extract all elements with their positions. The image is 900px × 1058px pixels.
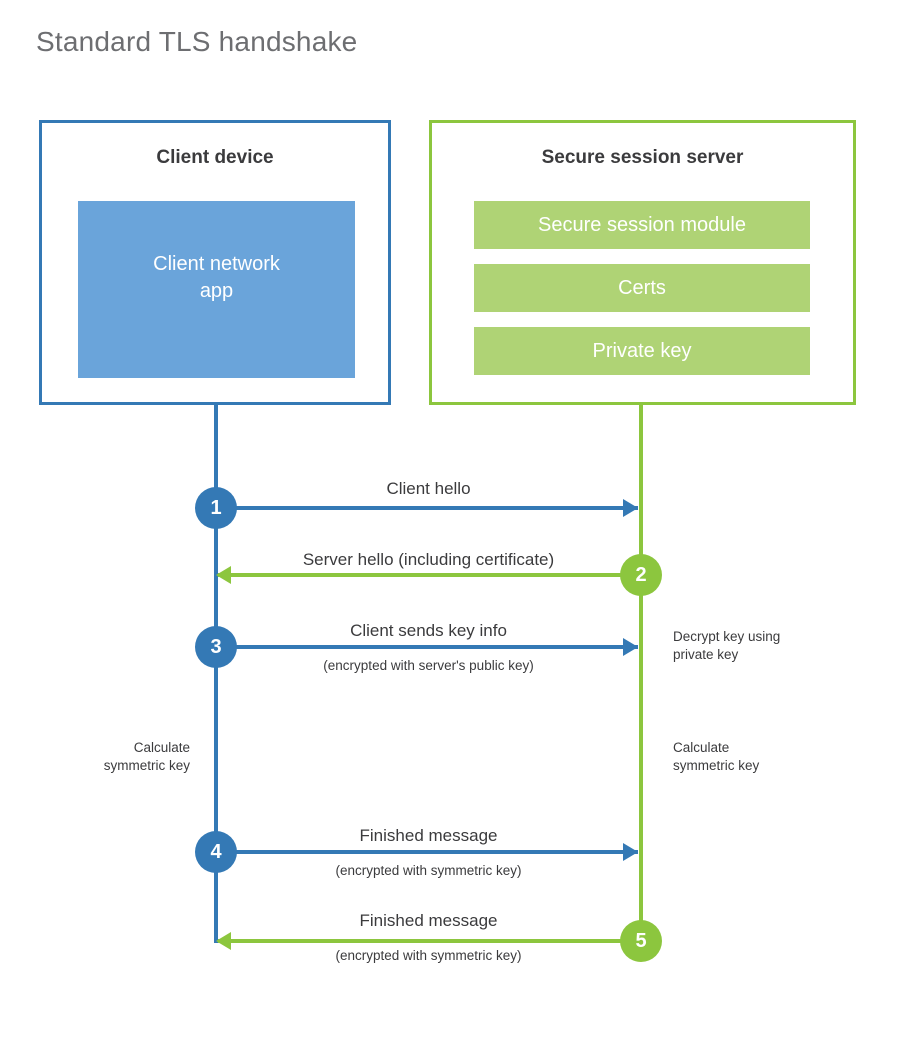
- step-4-label: Finished message: [359, 826, 498, 845]
- server-component-secure-session-module: Secure session module: [474, 201, 810, 249]
- step-4-badge[interactable]: 4: [195, 831, 237, 873]
- note-server-calculate-symmetric-key: Calculate symmetric key: [673, 740, 760, 773]
- note-client-calculate-symmetric-key: Calculate symmetric key: [103, 740, 190, 773]
- step-5-badge[interactable]: 5: [620, 920, 662, 962]
- step-2-arrow-line: [218, 573, 641, 577]
- step-1-arrow-head-icon: [623, 499, 638, 517]
- step-3-arrow-line: [216, 645, 638, 649]
- step-4-sublabel: (encrypted with symmetric key): [335, 863, 522, 878]
- client-device-box: Client device Client network app: [39, 120, 391, 405]
- step-1-label: Client hello: [386, 479, 471, 498]
- step-3-label: Client sends key info: [350, 621, 507, 640]
- page-title: Standard TLS handshake: [36, 26, 358, 57]
- step-3-badge[interactable]: 3: [195, 626, 237, 668]
- step-4-arrow-line: [216, 850, 638, 854]
- secure-session-server-title: Secure session server: [541, 147, 744, 168]
- step-4-arrow-head-icon: [623, 843, 638, 861]
- server-component-private-key: Private key: [474, 327, 810, 375]
- client-network-app-block: Client network app: [78, 201, 355, 378]
- step-5-arrow-line: [218, 939, 641, 943]
- step-2-label: Server hello (including certificate): [302, 550, 555, 569]
- note-server-decrypt-key: Decrypt key using private key: [673, 629, 781, 662]
- step-5-label: Finished message: [359, 911, 498, 930]
- step-5-arrow-head-icon: [216, 932, 231, 950]
- step-3-arrow-head-icon: [623, 638, 638, 656]
- step-1-badge[interactable]: 1: [195, 487, 237, 529]
- step-5-sublabel: (encrypted with symmetric key): [335, 948, 522, 963]
- secure-session-server-box: Secure session server Secure session mod…: [429, 120, 856, 405]
- client-network-app-label: Client network app: [153, 253, 280, 302]
- client-lifeline: [214, 404, 218, 943]
- step-2-badge[interactable]: 2: [620, 554, 662, 596]
- client-device-title: Client device: [156, 147, 274, 168]
- server-lifeline: [639, 404, 643, 941]
- step-2-arrow-head-icon: [216, 566, 231, 584]
- step-3-sublabel: (encrypted with server's public key): [323, 658, 534, 673]
- server-component-certs: Certs: [474, 264, 810, 312]
- step-1-arrow-line: [216, 506, 638, 510]
